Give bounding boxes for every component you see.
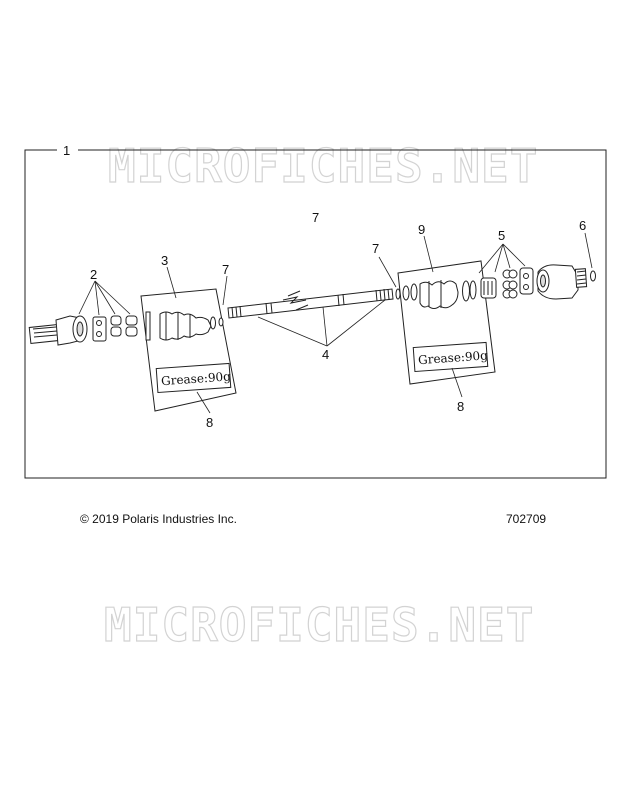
grease-label-left: Grease:90g: [161, 369, 232, 388]
boot-kit-panel-right: [397, 260, 496, 385]
cv-joint-left: [28, 315, 88, 346]
callout-9: 9: [418, 222, 425, 237]
circlip-right: [395, 288, 401, 300]
grease-label-left-box: [155, 362, 232, 394]
leader-7-right: [378, 256, 397, 288]
callout-7-left: 7: [222, 262, 229, 277]
callout-1: 1: [63, 143, 70, 158]
copyright-text: © 2019 Polaris Industries Inc.: [80, 512, 237, 526]
callout-7-right: 7: [372, 241, 379, 256]
callout-4: 4: [322, 347, 329, 362]
leader-8-right: [451, 367, 463, 398]
leader-3: [166, 266, 177, 299]
leader-7-left: [222, 275, 228, 306]
callout-8-right: 8: [457, 399, 464, 414]
assembly-frame: [24, 149, 607, 479]
watermark-bottom: MICROFICHES.NET: [104, 598, 534, 652]
grease-label-right-box: [412, 341, 489, 373]
callout-6: 6: [579, 218, 586, 233]
part-number: 702709: [506, 512, 547, 526]
tripod-spider-right: [480, 267, 534, 299]
boot-kit-panel-left: [140, 288, 237, 412]
cv-joint-right: [536, 264, 596, 300]
leader-4: [257, 299, 386, 347]
callout-5: 5: [498, 228, 505, 243]
watermark-top: MICROFICHES.NET: [108, 139, 538, 193]
leader-2: [78, 280, 131, 316]
grease-label-right: Grease:90g: [418, 348, 489, 367]
boot-right: [402, 280, 477, 309]
tripod-spider-left: [92, 315, 138, 342]
callout-2: 2: [90, 267, 97, 282]
boot-left: [145, 311, 224, 341]
callout-7-top: 7: [312, 210, 319, 225]
leader-5: [478, 243, 526, 274]
callout-8-left: 8: [206, 415, 213, 430]
callout-3: 3: [161, 253, 168, 268]
leader-6: [584, 232, 593, 269]
leader-8-left: [196, 391, 211, 414]
leader-9: [423, 235, 434, 273]
half-shaft: [227, 288, 394, 319]
